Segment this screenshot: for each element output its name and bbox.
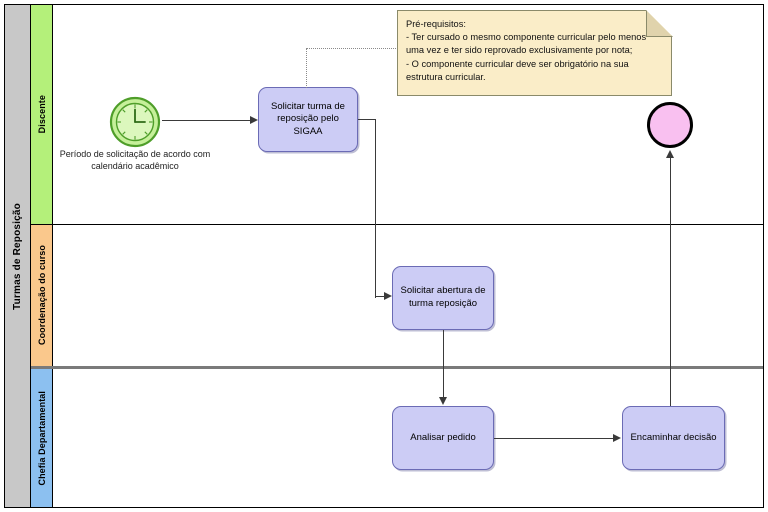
- clock-icon: [109, 96, 161, 148]
- task-encaminhar-decisao[interactable]: Encaminhar decisão: [622, 406, 725, 470]
- text-annotation-pre-requisitos: Pré-requisitos: - Ter cursado o mesmo co…: [397, 10, 672, 96]
- end-event[interactable]: [647, 102, 693, 148]
- lane-header-coordenacao: Coordenação do curso: [31, 225, 53, 366]
- lane-label-chefia: Chefia Departamental: [36, 390, 47, 486]
- task-solicitar-abertura-turma-reposicao[interactable]: Solicitar abertura de turma reposição: [392, 266, 494, 330]
- flow-encaminhar-to-end-event: [669, 157, 671, 406]
- pool-header: Turmas de Reposição: [5, 5, 31, 507]
- lane-header-chefia: Chefia Departamental: [31, 369, 53, 507]
- start-event-label: Período de solicitação de acordo com cal…: [59, 149, 211, 172]
- arrowhead-to-analisar-pedido: [438, 397, 447, 405]
- lane-label-coordenacao: Coordenação do curso: [36, 245, 47, 346]
- association-note-horizontal: [306, 48, 398, 49]
- pool-title: Turmas de Reposição: [12, 202, 23, 310]
- task-solicitar-turma-reposicao-sigaa[interactable]: Solicitar turma de reposição pelo SIGAA: [258, 87, 358, 152]
- task-analisar-pedido[interactable]: Analisar pedido: [392, 406, 494, 470]
- arrowhead-to-end-event: [665, 150, 674, 158]
- flow-sigaa-out-horizontal: [358, 118, 376, 120]
- flow-abertura-to-analisar: [442, 330, 444, 398]
- arrowhead-to-solicitar-sigaa: [250, 115, 258, 124]
- flow-analisar-to-encaminhar: [494, 437, 614, 439]
- flow-sigaa-to-abertura-vertical: [374, 118, 376, 298]
- arrowhead-to-encaminhar-decisao: [613, 433, 621, 442]
- start-event-timer[interactable]: [109, 96, 161, 148]
- lane-header-discente: Discente: [31, 5, 53, 224]
- association-note-vertical: [306, 48, 307, 88]
- lane-label-discente: Discente: [36, 95, 47, 134]
- arrowhead-to-solicitar-abertura: [384, 292, 392, 300]
- flow-start-to-solicitar-sigaa: [162, 120, 250, 122]
- flow-sigaa-to-abertura-horizontal: [374, 296, 387, 298]
